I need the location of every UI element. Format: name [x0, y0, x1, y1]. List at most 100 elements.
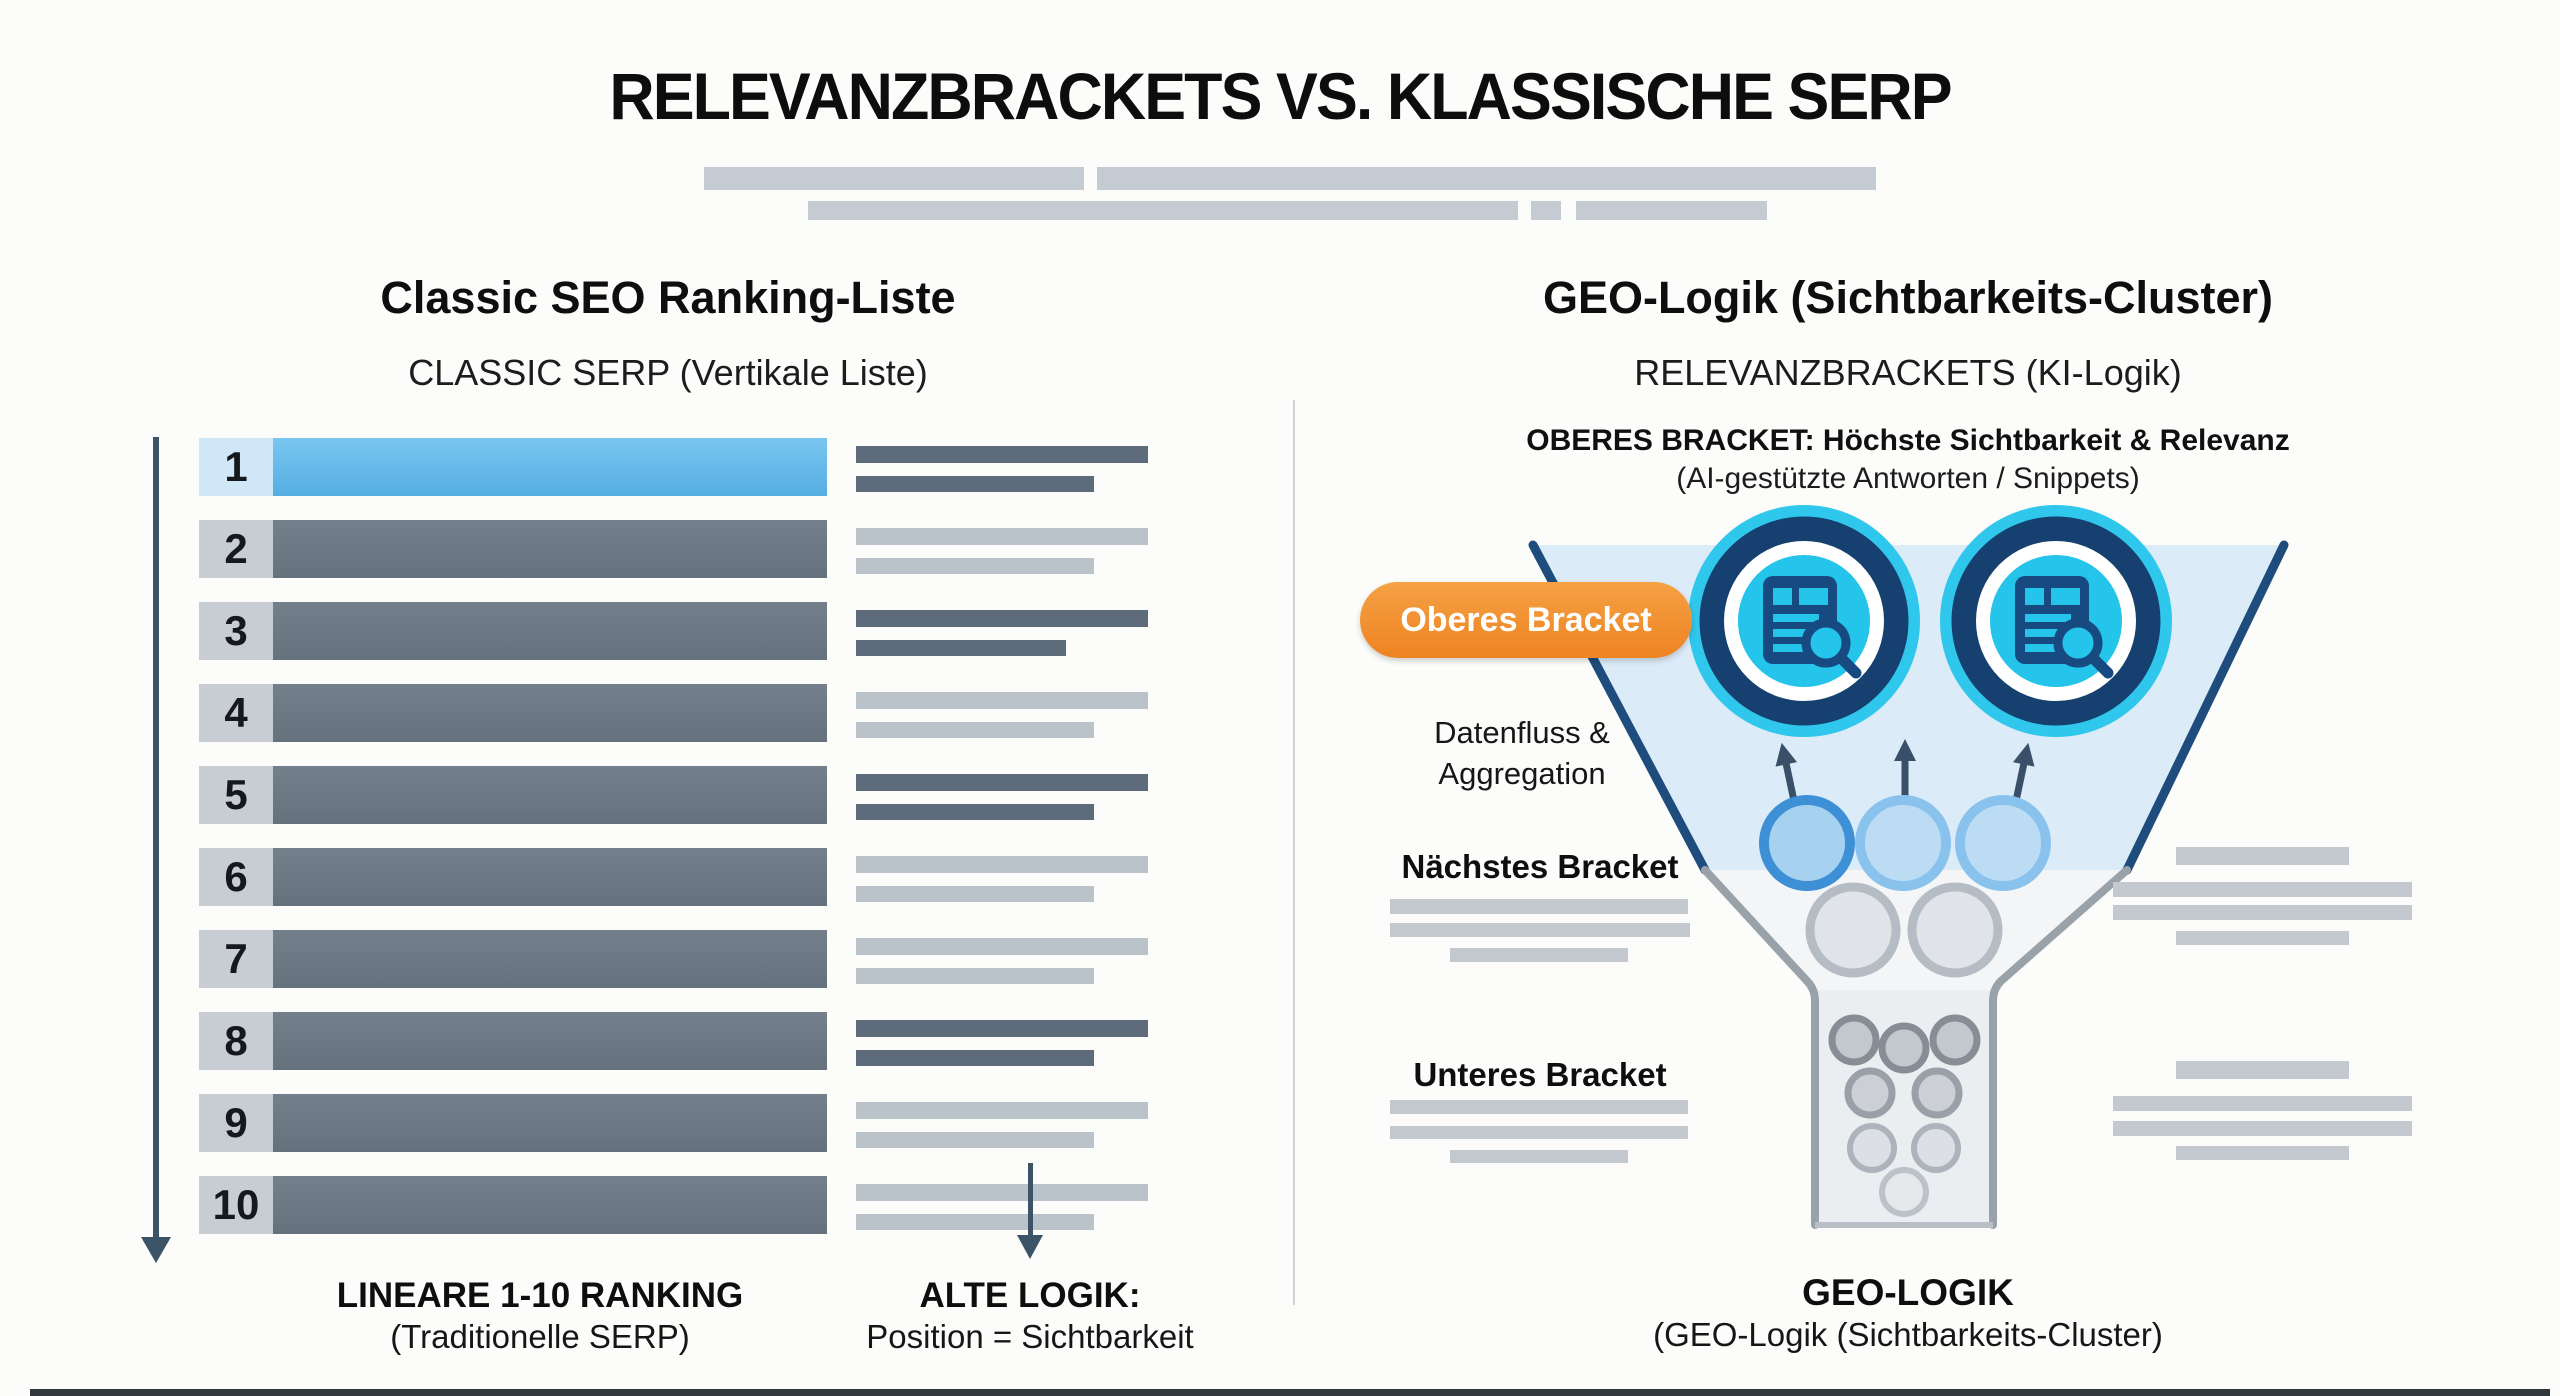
snippet-line — [856, 446, 1148, 463]
top-bracket-result — [1940, 505, 2172, 737]
serp-rank-row: 2 — [199, 520, 827, 578]
snippet-line — [856, 1020, 1148, 1037]
snippet-line — [856, 476, 1094, 492]
placeholder-line — [1390, 1100, 1688, 1114]
rank-number: 1 — [199, 438, 273, 496]
serp-rank-row: 6 — [199, 848, 827, 906]
title-placeholder-bar — [1576, 201, 1767, 220]
snippet-line — [856, 938, 1148, 955]
snippet-line — [856, 558, 1094, 574]
placeholder-line — [2113, 1121, 2412, 1136]
placeholder-line — [2176, 1146, 2349, 1160]
left-panel-heading: Classic SEO Ranking-Liste — [380, 272, 956, 323]
result-bar — [273, 766, 827, 824]
snippet-line — [856, 1102, 1148, 1119]
left-caption-sub: (Traditionelle SERP) — [390, 1318, 690, 1355]
snippet-line — [856, 804, 1094, 820]
result-bar — [273, 930, 827, 988]
snippet-line — [856, 774, 1148, 791]
oberes-bracket-badge: Oberes Bracket — [1360, 582, 1692, 658]
rank-number: 9 — [199, 1094, 273, 1152]
left-caption-title: LINEARE 1-10 RANKING — [336, 1276, 744, 1315]
result-bar — [273, 684, 827, 742]
bracket-dot-blue — [1855, 795, 1951, 891]
serp-rank-row: 9 — [199, 1094, 827, 1152]
placeholder-line — [2113, 1096, 2412, 1111]
serp-rank-row: 7 — [199, 930, 827, 988]
funnel-diagram — [1528, 505, 2289, 1229]
flow-label: Datenfluss & Aggregation — [1434, 715, 1610, 791]
result-bar — [273, 1176, 827, 1234]
snippet-line — [856, 722, 1094, 738]
result-bar — [273, 602, 827, 660]
rank-number: 4 — [199, 684, 273, 742]
rank-number: 3 — [199, 602, 273, 660]
serp-rank-row: 5 — [199, 766, 827, 824]
snippet-line — [856, 528, 1148, 545]
arrow-down-icon — [1017, 1235, 1043, 1259]
stem-dot — [1847, 1123, 1897, 1173]
right-caption-title: GEO-LOGIK — [1802, 1272, 2014, 1313]
funnel-edge-right-navy — [2122, 540, 2289, 875]
right-caption-sub: (GEO-Logik (Sichtbarkeits-Cluster) — [1653, 1316, 2163, 1353]
rank-number: 10 — [199, 1176, 273, 1234]
snippet-line — [856, 968, 1094, 984]
placeholder-line — [1390, 923, 1690, 937]
snippet-line — [856, 692, 1148, 709]
stem-dot — [1828, 1014, 1880, 1066]
title-placeholder-bar — [1531, 201, 1561, 220]
stem-dot — [1878, 1022, 1930, 1074]
title-placeholder-bar — [704, 167, 1084, 190]
result-bar — [273, 1012, 827, 1070]
snippet-line — [856, 1050, 1094, 1066]
title-placeholder-bar — [808, 201, 1518, 220]
placeholder-line — [1450, 1150, 1628, 1163]
bracket-dot-gray — [1907, 882, 2003, 978]
stem-dot — [1844, 1067, 1896, 1119]
title-placeholder-bar — [1097, 167, 1876, 190]
placeholder-line — [1390, 1126, 1688, 1139]
serp-rank-row: 8 — [199, 1012, 827, 1070]
rank-number: 6 — [199, 848, 273, 906]
stem-dot — [1911, 1123, 1961, 1173]
bracket-dot-blue — [1759, 795, 1855, 891]
lower-bracket-label: Unteres Bracket — [1413, 1056, 1667, 1093]
document-search-icon — [1763, 576, 1862, 679]
snippet-line — [856, 856, 1148, 873]
placeholder-line — [1390, 899, 1688, 914]
serp-rank-row: 3 — [199, 602, 827, 660]
top-bracket-result — [1688, 505, 1920, 737]
old-logic-arrow-shaft — [1028, 1163, 1033, 1235]
rank-number: 5 — [199, 766, 273, 824]
right-panel-subheading: RELEVANZBRACKETS (KI-Logik) — [1634, 352, 2182, 393]
placeholder-line — [2113, 905, 2412, 920]
placeholder-line — [2176, 931, 2349, 945]
snippet-line — [856, 640, 1066, 656]
column-divider — [1293, 400, 1295, 1305]
serp-rank-row: 10 — [199, 1176, 827, 1234]
old-logic-title: ALTE LOGIK: — [919, 1276, 1141, 1315]
right-panel-heading: GEO-Logik (Sichtbarkeits-Cluster) — [1542, 272, 2274, 323]
upper-bracket-line2: (AI-gestützte Antworten / Snippets) — [1676, 462, 2140, 495]
rank-number: 2 — [199, 520, 273, 578]
result-bar — [273, 520, 827, 578]
placeholder-line — [2113, 882, 2412, 897]
next-bracket-label: Nächstes Bracket — [1401, 848, 1679, 885]
placeholder-line — [1450, 948, 1628, 962]
bracket-dot-gray — [1805, 882, 1901, 978]
placeholder-line — [2176, 847, 2349, 865]
stem-dot — [1929, 1014, 1981, 1066]
placeholder-line — [2176, 1061, 2349, 1079]
funnel-edge-right-gray — [1989, 866, 2131, 1229]
page-title: RELEVANZBRACKETS VS. KLASSISCHE SERP — [609, 59, 1952, 133]
snippet-line — [856, 610, 1148, 627]
snippet-line — [856, 1132, 1094, 1148]
serp-rank-row: 1 — [199, 438, 827, 496]
result-bar — [273, 1094, 827, 1152]
rank-number: 8 — [199, 1012, 273, 1070]
bracket-dot-blue — [1955, 795, 2051, 891]
document-search-icon — [2015, 576, 2114, 679]
snippet-line — [856, 1214, 1094, 1230]
stem-dot — [1879, 1167, 1929, 1217]
